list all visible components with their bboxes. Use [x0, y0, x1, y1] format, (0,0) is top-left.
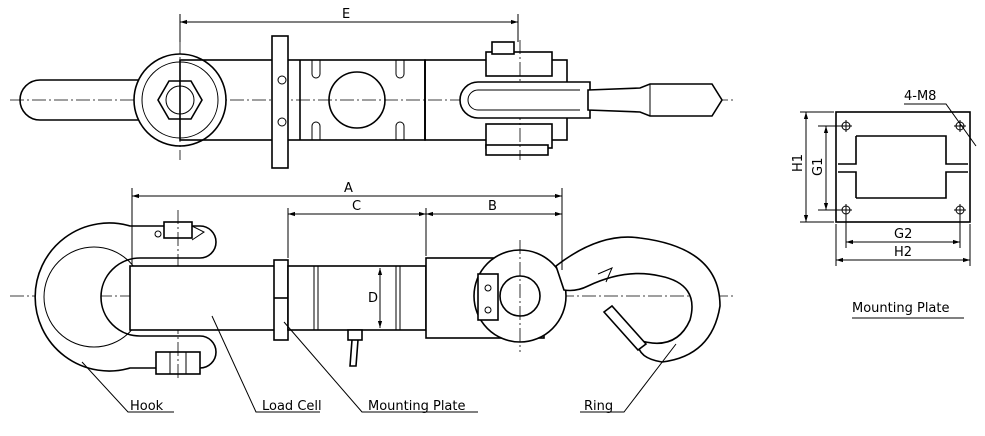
mounting-plate-detail: 4-M8 H1 G1 G2 H2 Mounting Plate [791, 89, 977, 319]
side-view: D A C B [10, 181, 735, 380]
top-view: E [10, 7, 735, 169]
dim-e-label: E [342, 7, 350, 22]
fork-washer [485, 144, 549, 156]
center-bore [328, 71, 386, 129]
flange-hole-top [277, 75, 287, 85]
sensor-section [287, 265, 427, 331]
link-plate [477, 273, 499, 321]
label-ring: Ring [584, 399, 613, 414]
dim-h2-label: H2 [894, 245, 912, 260]
left-shackle-rod [19, 79, 142, 121]
flange-hole-bottom [277, 117, 287, 127]
plate-lower-window [838, 171, 968, 199]
slot-tl [311, 60, 321, 79]
fork-pin-head-top [485, 51, 553, 77]
dim-c-label: C [352, 199, 361, 214]
holes-leader [904, 103, 977, 147]
hook-tip [597, 267, 613, 283]
plate-upper-window [838, 135, 968, 165]
plate-hole-bottom [484, 306, 492, 314]
label-mounting-plate: Mounting Plate [368, 399, 466, 414]
slot-bl [311, 121, 321, 140]
link-loop [459, 81, 591, 119]
dim-h1-label: H1 [791, 154, 806, 172]
hook-leader [81, 361, 174, 413]
shackle-body [34, 222, 217, 372]
dim-b-label: B [488, 199, 497, 214]
dim-g2-label: G2 [894, 227, 912, 242]
dim-a-label: A [344, 181, 353, 196]
cable [349, 339, 359, 367]
hook-shank-top [587, 83, 723, 117]
cotter-pin [191, 225, 205, 241]
load-cell-body [129, 265, 279, 331]
slot-br [395, 121, 405, 140]
mounting-plate-title: Mounting Plate [852, 301, 950, 316]
top-flange [271, 35, 289, 169]
label-hook: Hook [130, 399, 164, 414]
cable-gland [347, 329, 363, 341]
callouts: Hook Load Cell Mounting Plate Ring [81, 315, 677, 414]
side-flange [273, 259, 289, 341]
mounting-plate-leader [283, 321, 478, 413]
fork-pin-cap [491, 41, 515, 55]
dim-d-label: D [368, 291, 378, 306]
load-cell-leader [211, 315, 320, 413]
plate-outline [835, 111, 971, 223]
slot-tr [395, 60, 405, 79]
label-holes: 4-M8 [904, 89, 936, 104]
link-loop-inner [467, 89, 580, 111]
cotter-ring [154, 230, 162, 238]
hex-nut [157, 80, 203, 120]
plate-hole-top [484, 284, 492, 292]
hook-latch [602, 304, 648, 352]
ring-leader [580, 343, 677, 413]
label-load-cell: Load Cell [262, 399, 322, 414]
dim-g1-label: G1 [811, 158, 826, 176]
